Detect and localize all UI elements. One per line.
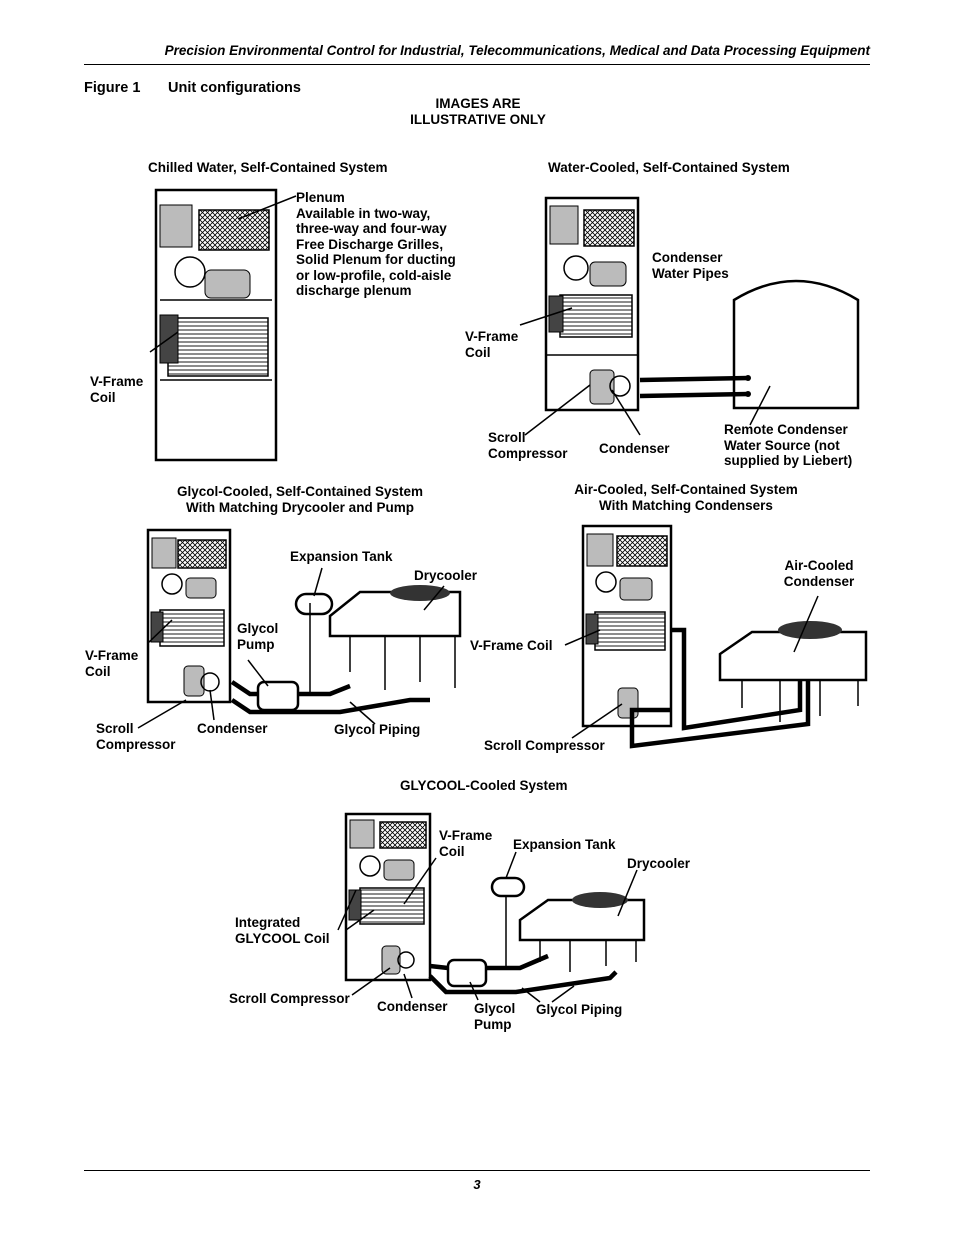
glycol-vframe-label: V-Frame Coil [85,648,139,679]
glycol-scroll-compressor-label: Scroll Compressor [96,721,176,752]
glycol-drycooler-label: Drycooler [414,568,478,583]
chilled-vframe-label: V-Frame Coil [90,374,144,405]
glycool-condenser-label: Condenser [377,999,448,1014]
water-scroll-compressor-label: Scroll Compressor [488,430,568,461]
glycool-drycooler-label: Drycooler [627,856,691,871]
water-cooled-title: Water-Cooled, Self-Contained System [548,160,790,175]
figure-number: Figure 1 [84,80,141,96]
illustrative-disclaimer: IMAGES ARE ILLUSTRATIVE ONLY [410,96,546,127]
glycool-scroll-compressor-label: Scroll Compressor [229,991,350,1006]
glycool-pump-label: Glycol Pump [474,1001,516,1032]
air-cooled-condenser-label: Air-Cooled Condenser [783,558,855,589]
glycol-expansion-tank-label: Expansion Tank [290,549,393,564]
glycool-vframe-label: V-Frame Coil [439,828,493,859]
glycol-cooled-unit [137,528,462,729]
glycol-condenser-label: Condenser [197,721,268,736]
page-number: 3 [473,1177,481,1192]
water-cooled-unit [519,196,860,436]
water-vframe-label: V-Frame Coil [465,329,519,360]
chilled-water-unit [149,188,297,462]
plenum-label: Plenum Available in two-way, three-way a… [296,190,456,298]
glycool-expansion-tank-label: Expansion Tank [513,837,616,852]
air-cooled-title: Air-Cooled, Self-Contained System With M… [574,482,798,513]
glycool-piping-label: Glycol Piping [536,1002,623,1017]
header-rule [84,64,870,65]
condenser-water-pipes-label: Condenser Water Pipes [652,250,729,281]
running-header: Precision Environmental Control for Indu… [164,43,870,58]
remote-condenser-label: Remote Condenser Water Source (not suppl… [724,422,853,468]
glycool-unit [337,812,646,1003]
figure-title: Unit configurations [168,80,301,96]
air-vframe-label: V-Frame Coil [470,638,553,653]
air-scroll-compressor-label: Scroll Compressor [484,738,605,753]
air-cooled-unit [564,524,868,749]
glycool-title: GLYCOOL-Cooled System [400,778,568,793]
glycol-cooled-title: Glycol-Cooled, Self-Contained System Wit… [176,484,424,515]
figure-caption: Figure 1 Unit configurations [84,80,301,96]
glycol-piping-label: Glycol Piping [334,722,421,737]
integrated-glycool-coil-label: Integrated GLYCOOL Coil [235,915,330,946]
chilled-water-title: Chilled Water, Self-Contained System [148,160,388,175]
glycol-pump-label: Glycol Pump [237,621,279,652]
footer-rule [84,1170,870,1171]
water-condenser-label: Condenser [599,441,670,456]
